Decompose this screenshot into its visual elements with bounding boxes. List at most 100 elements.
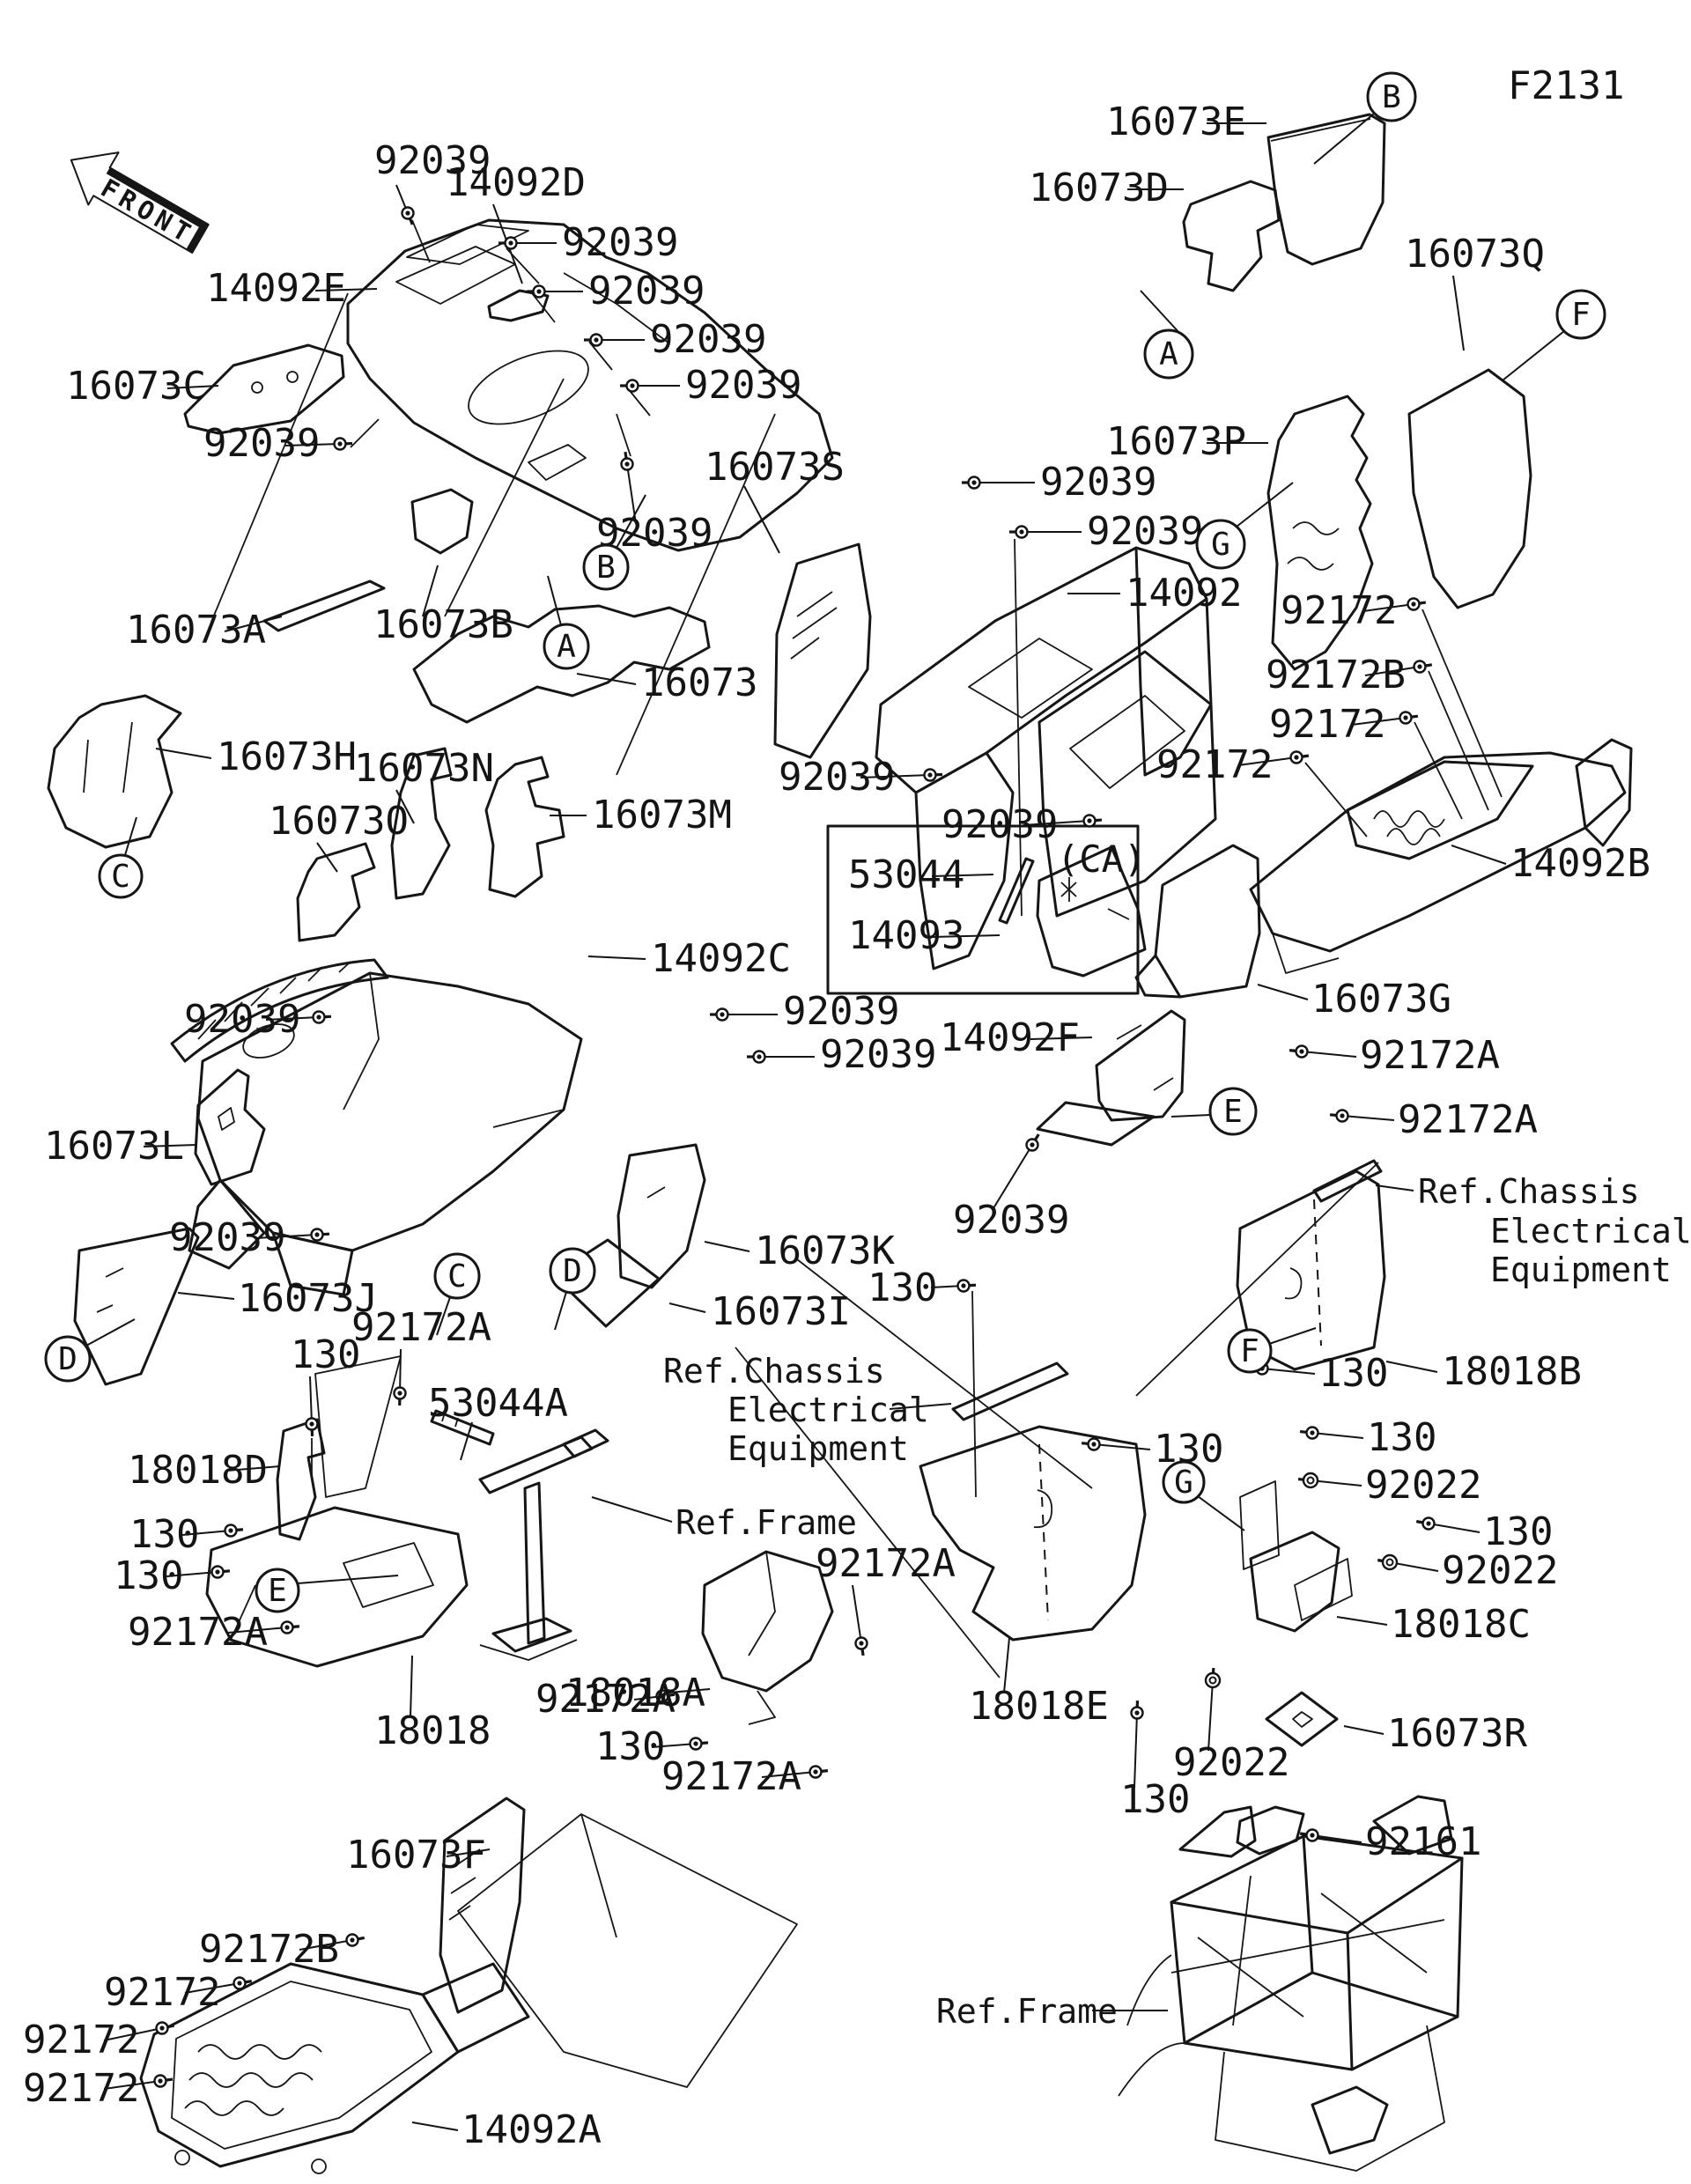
ca-option-box: (CA)	[826, 824, 1146, 995]
part-chassis-rod-right	[1312, 1159, 1383, 1203]
part-label: 53044	[848, 852, 964, 897]
leader-line	[931, 934, 1001, 938]
part-16073e	[1266, 113, 1386, 266]
part-label: 14093	[848, 913, 964, 958]
leader-line	[1428, 1523, 1481, 1533]
leader-line	[761, 1771, 816, 1778]
leader-line	[1257, 984, 1309, 1000]
svg-text:E: E	[268, 1573, 287, 1609]
callout-A: A	[543, 623, 590, 670]
callout-B: B	[582, 543, 630, 591]
leader-line	[410, 1655, 413, 1718]
callout-F: F	[1227, 1328, 1273, 1374]
part-label: Equipment	[727, 1429, 909, 1468]
washer-icon	[1377, 1553, 1399, 1571]
leader-line	[284, 443, 341, 446]
part-label: 130	[868, 1265, 937, 1310]
screw-icon	[393, 1386, 407, 1406]
part-label: 130	[129, 1512, 199, 1557]
part-16073q	[1407, 368, 1532, 609]
part-label: 130	[595, 1724, 665, 1769]
leader-line	[103, 2080, 161, 2090]
part-label: 14092F	[940, 1015, 1080, 1060]
washer-icon	[1204, 1667, 1222, 1689]
part-label: 18018	[374, 1708, 491, 1753]
svg-text:A: A	[1159, 336, 1178, 373]
part-16073	[412, 604, 711, 724]
part-label: 14092C	[651, 936, 791, 981]
part-label: 18018D	[128, 1448, 268, 1493]
svg-text:G: G	[1174, 1465, 1193, 1501]
leader-line	[576, 673, 637, 685]
part-label: 14092A	[462, 2107, 602, 2152]
part-label: 16073B	[373, 602, 513, 647]
part-18018a	[701, 1550, 834, 1693]
part-53044-strip	[998, 857, 1035, 925]
part-label: 92039	[184, 997, 300, 1042]
part-14092b	[1249, 751, 1627, 953]
screw-icon	[1413, 660, 1433, 674]
svg-text:F: F	[1240, 1333, 1259, 1369]
leader-line	[460, 1421, 473, 1461]
part-label: 92172B	[199, 1927, 339, 1972]
leader-line	[177, 1292, 235, 1300]
part-18018e	[919, 1425, 1147, 1642]
part-label: 16073C	[66, 364, 206, 409]
part-label: 14092E	[206, 266, 346, 311]
screw-icon	[280, 1620, 300, 1634]
part-label: 92039	[374, 138, 491, 183]
part-label: 16073K	[755, 1228, 895, 1273]
part-label: 16073Q	[1405, 232, 1545, 277]
front-arrow-icon: FRONT	[70, 151, 210, 254]
leader-line	[1170, 1114, 1211, 1118]
leader-line	[852, 1584, 862, 1644]
part-label: 92172A	[661, 1754, 801, 1799]
leader-line	[743, 485, 780, 554]
screw-icon	[710, 1007, 729, 1022]
leader-line	[554, 1291, 567, 1331]
part-16073g	[1154, 844, 1261, 999]
part-14092	[875, 546, 1208, 794]
part-16073k	[617, 1143, 706, 1289]
part-label: 16073L	[44, 1124, 184, 1169]
part-16073a	[262, 579, 386, 632]
part-16073n	[390, 747, 453, 900]
screw-icon	[923, 768, 943, 782]
part-label: 92172	[1269, 702, 1385, 747]
leader-line	[1375, 1184, 1414, 1192]
svg-text:C: C	[111, 859, 130, 895]
screw-icon	[584, 333, 603, 347]
part-label: 14092D	[446, 160, 586, 205]
part-label: Ref.Chassis	[663, 1352, 885, 1391]
part-label: Equipment	[1490, 1251, 1672, 1289]
part-label: 130	[291, 1332, 360, 1377]
part-label: 92172A	[1398, 1097, 1538, 1142]
leader-line	[1313, 113, 1375, 165]
svg-text:D: D	[563, 1253, 582, 1289]
leader-line	[1023, 820, 1090, 826]
leader-line	[395, 789, 415, 824]
screw-icon	[210, 1565, 231, 1579]
leader-line	[1003, 1637, 1010, 1693]
part-label: 92039	[685, 363, 801, 408]
callout-E: E	[255, 1568, 300, 1613]
part-16073m	[484, 756, 565, 898]
part-16073f	[439, 1797, 526, 2014]
screw-icon	[224, 1524, 244, 1538]
leader-line	[860, 774, 931, 778]
part-16073h	[47, 694, 182, 849]
part-label: 16073J	[238, 1276, 378, 1321]
part-label: 92172B	[1266, 653, 1406, 697]
part-16073l	[194, 1068, 266, 1186]
screw-icon	[747, 1050, 766, 1064]
leader-line	[1343, 1725, 1385, 1735]
part-label: Ref.Chassis	[1418, 1172, 1640, 1211]
part-53044a-rod	[430, 1409, 495, 1446]
leader-line	[224, 616, 283, 632]
leader-line	[1140, 290, 1181, 335]
screw-icon	[1289, 750, 1310, 764]
part-16073j	[73, 1227, 200, 1386]
part-18018d	[276, 1418, 326, 1541]
leader-line	[446, 1848, 491, 1857]
